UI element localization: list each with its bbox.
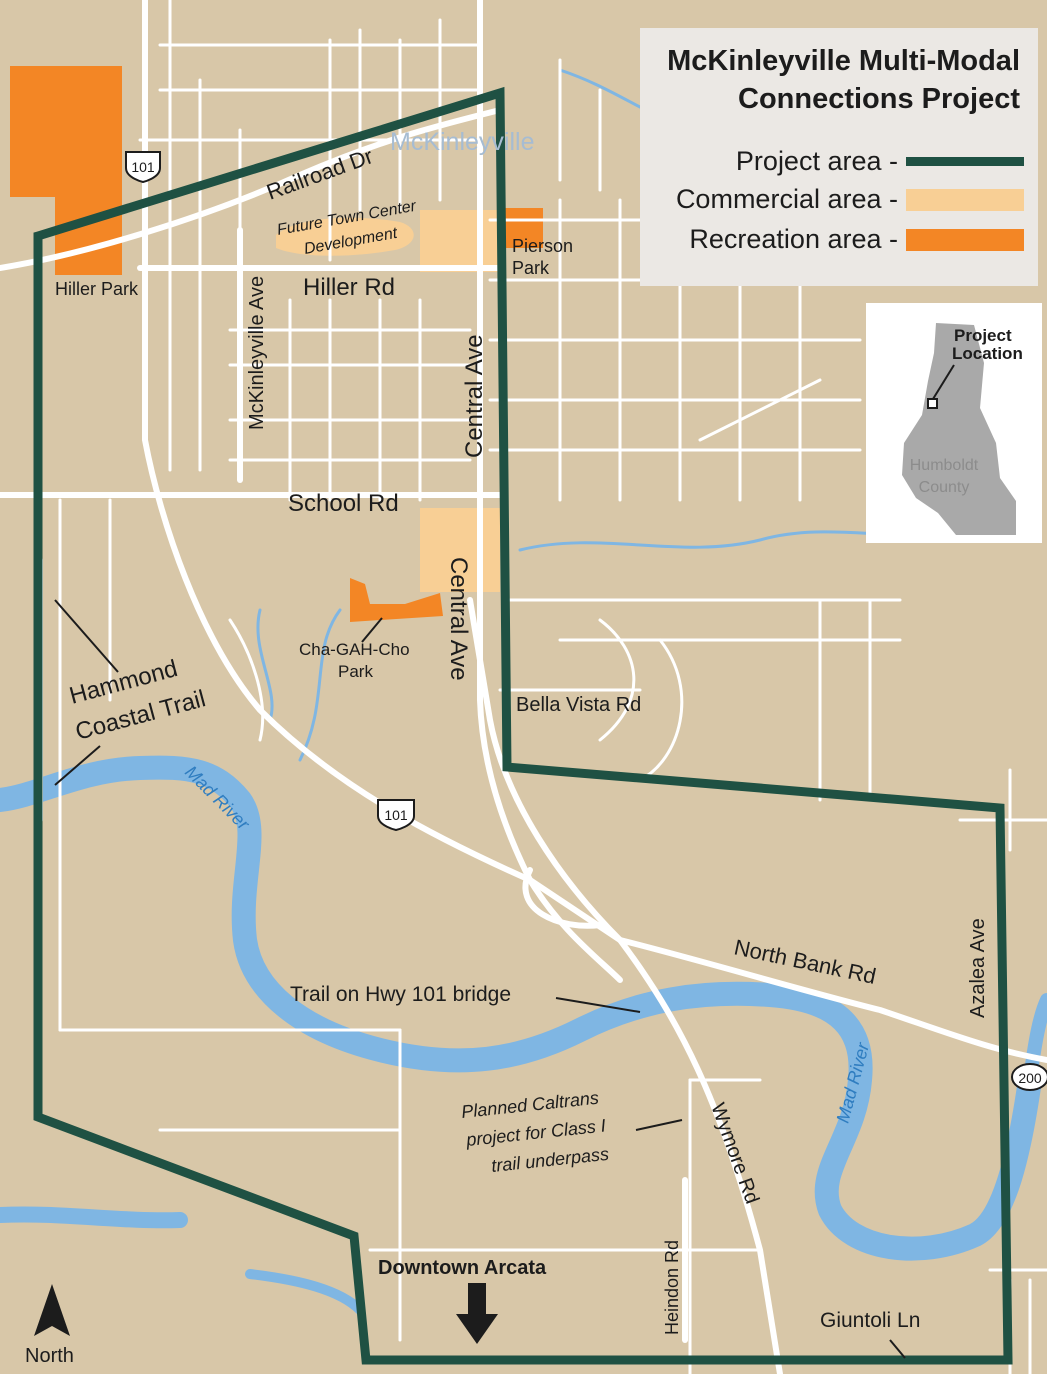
hwy-101-number: 101 [131, 159, 155, 175]
legend-label-recreation: Recreation area - [689, 224, 898, 254]
label-cha-gah-cho-2: Park [338, 662, 373, 681]
commercial-central-mid [420, 508, 500, 592]
label-downtown-arcata: Downtown Arcata [378, 1257, 547, 1279]
legend-label-commercial: Commercial area - [675, 184, 898, 214]
hwy-101-shield-south: 101 [377, 799, 415, 832]
inset-county-line-2: County [918, 479, 970, 496]
label-trail-bridge: Trail on Hwy 101 bridge [290, 983, 511, 1006]
hwy-200-number: 200 [1018, 1070, 1042, 1086]
mad-river [0, 755, 1042, 1261]
cha-gah-cho-park-area [350, 578, 443, 622]
legend-title: McKinleyville Multi-Modal Connections Pr… [667, 42, 1020, 118]
north-bank-rd-road [617, 937, 1047, 1063]
inset-county-line-1: Humboldt [909, 457, 979, 474]
label-hiller-park: Hiller Park [55, 279, 139, 299]
label-heindon-rd: Heindon Rd [662, 1240, 682, 1335]
hwy-101-number: 101 [384, 807, 408, 823]
legend-row-recreation: Recreation area - [689, 224, 1024, 255]
label-pierson-park-1: Pierson [512, 236, 573, 256]
inset-locator-map: Project Location Humboldt County [866, 303, 1042, 543]
commercial-central-north [420, 210, 498, 272]
inset-label-county: Humboldt County [894, 455, 994, 499]
legend-swatch-commercial [906, 188, 1024, 211]
label-cha-gah-cho-1: Cha-GAH-Cho [299, 640, 410, 659]
creek-1 [298, 608, 342, 762]
inset-project-marker [927, 398, 938, 409]
legend-row-commercial: Commercial area - [676, 184, 1024, 215]
label-bella-vista-rd: Bella Vista Rd [516, 694, 641, 716]
future-town-center-area [276, 217, 414, 256]
label-hiller-rd: Hiller Rd [303, 274, 395, 301]
label-north: North [25, 1345, 74, 1367]
title-line-2: Connections Project [738, 83, 1020, 115]
label-central-ave-south: Central Ave [445, 557, 472, 681]
label-mckinleyville-ave: McKinleyville Ave [246, 276, 268, 430]
pierson-park-area [500, 208, 543, 248]
hwy-200-shield: 200 [1011, 1063, 1047, 1091]
label-mckinleyville: McKinleyville [390, 128, 534, 156]
inset-label-project: Project [954, 326, 1012, 345]
stream-south [245, 1269, 365, 1315]
project-area-boundary [33, 86, 1013, 1365]
areas-layer [10, 66, 543, 622]
label-central-ave-north: Central Ave [461, 334, 488, 458]
legend-swatch-project [906, 157, 1024, 166]
leader-lines [54, 599, 906, 1359]
railroad-dr [0, 107, 503, 271]
water-layer [0, 68, 1047, 1315]
label-azalea-ave: Azalea Ave [967, 918, 989, 1018]
north-arrow-icon [34, 1284, 70, 1336]
ramp-loop [522, 867, 603, 929]
inset-label-location: Location [952, 344, 1023, 363]
title-line-1: McKinleyville Multi-Modal [667, 45, 1020, 77]
label-school-rd: School Rd [288, 490, 399, 517]
stream-west [0, 1206, 188, 1229]
hwy-101-north [142, 0, 623, 943]
creek-4 [256, 608, 274, 722]
downtown-arrow-icon [456, 1283, 498, 1344]
legend: McKinleyville Multi-Modal Connections Pr… [640, 28, 1038, 286]
label-giuntoli-ln: Giuntoli Ln [820, 1309, 920, 1332]
legend-swatch-recreation [906, 228, 1024, 251]
inset-county-shape [902, 323, 1016, 535]
label-pierson-park-2: Park [512, 258, 550, 278]
hwy-101-shield-north: 101 [125, 151, 161, 184]
legend-label-project: Project area - [735, 146, 898, 176]
legend-row-project: Project area - [736, 146, 1024, 177]
